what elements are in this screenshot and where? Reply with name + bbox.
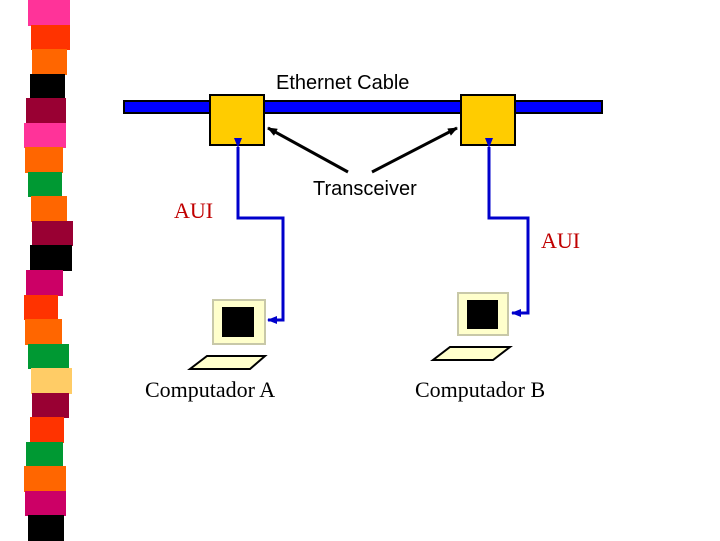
stripe-segment xyxy=(24,122,66,149)
stripe-segment xyxy=(26,98,66,124)
aui-cable-left xyxy=(234,138,285,324)
stripe-segment xyxy=(24,294,58,321)
computer-b xyxy=(430,292,513,361)
stripe-segment xyxy=(31,368,72,394)
decorative-stripe xyxy=(0,0,80,541)
stripe-segment xyxy=(30,245,72,271)
stripe-segment xyxy=(30,417,64,443)
aui-label-left: AUI xyxy=(174,198,214,223)
transceiver-left xyxy=(209,94,265,146)
stripe-segment xyxy=(28,515,64,541)
ethernet-cable-label: Ethernet Cable xyxy=(276,72,410,94)
stripe-segment xyxy=(32,220,73,247)
transceiver-arrow-left xyxy=(267,126,349,174)
stripe-segment xyxy=(25,490,66,517)
stripe-segment xyxy=(26,270,63,296)
aui-label-right: AUI xyxy=(541,228,581,253)
aui-cable-right xyxy=(485,138,530,317)
stripe-segment xyxy=(28,0,70,26)
ethernet-cable xyxy=(123,100,603,114)
keyboard xyxy=(187,355,268,370)
computer-a-label: Computador A xyxy=(145,377,276,402)
stripe-segment xyxy=(32,49,67,75)
stripe-segment xyxy=(26,441,63,468)
screen xyxy=(467,300,498,329)
stripe-segment xyxy=(31,196,67,222)
transceiver-label: Transceiver xyxy=(313,178,417,200)
transceiver-right xyxy=(460,94,516,146)
transceiver-arrow-right xyxy=(371,126,458,174)
stripe-segment xyxy=(32,392,69,419)
stripe-segment xyxy=(24,466,66,492)
keyboard xyxy=(430,346,513,361)
stripe-segment xyxy=(30,73,65,100)
stripe-segment xyxy=(25,319,62,345)
stripe-segment xyxy=(31,24,70,51)
stripe-segment xyxy=(25,147,63,173)
stripe-segment xyxy=(28,171,62,198)
computer-b-label: Computador B xyxy=(415,377,546,402)
stripe-segment xyxy=(28,343,69,370)
computer-a xyxy=(187,299,268,370)
screen xyxy=(222,307,254,337)
